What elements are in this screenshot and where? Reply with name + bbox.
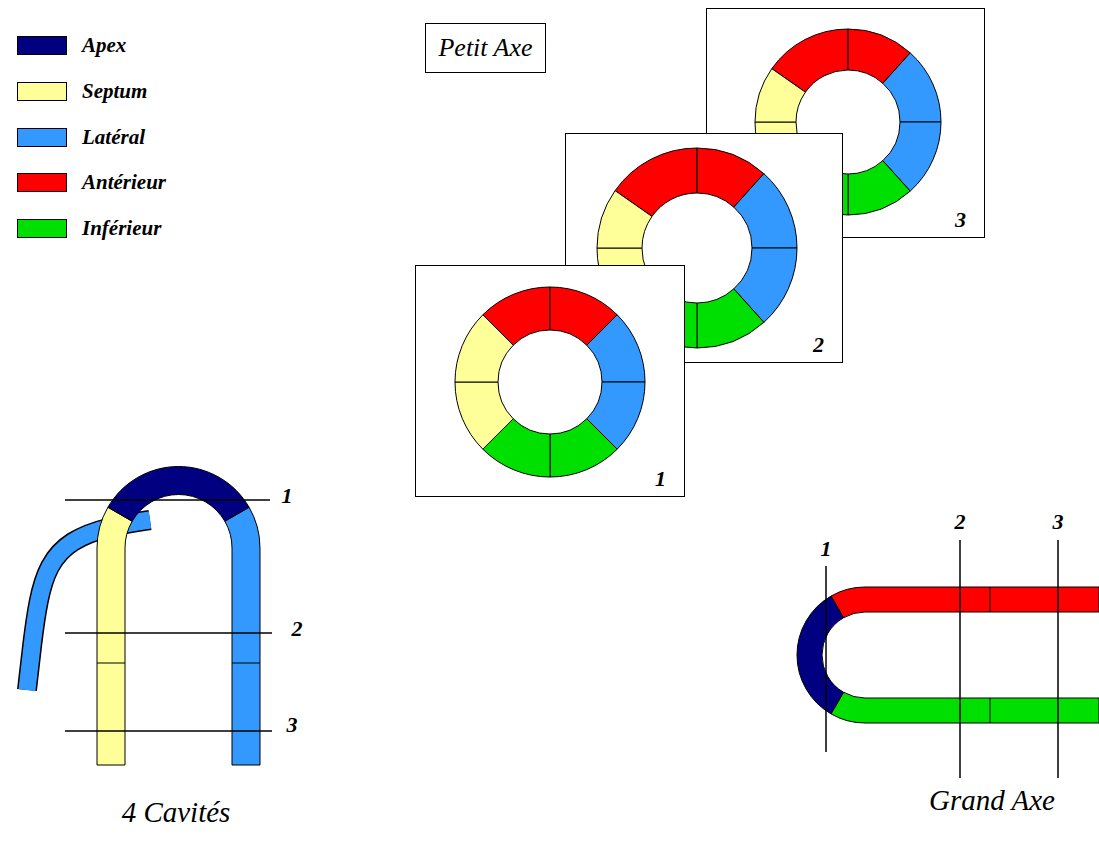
legend-row: Latéral: [17, 123, 145, 151]
callout-number: 3: [1053, 509, 1064, 535]
view-caption: 4 Cavités: [122, 796, 231, 829]
ring-segment: [587, 315, 645, 382]
septum-wall: [97, 507, 132, 765]
callout-number: 2: [955, 509, 966, 535]
ring-segment: [883, 53, 941, 122]
legend-swatch: [17, 82, 67, 101]
long-axis-view: [797, 587, 1099, 723]
segment-tick: [97, 663, 125, 664]
ring-segment: [550, 419, 617, 477]
ring-segment: [848, 161, 910, 215]
legend-row: Septum: [17, 77, 147, 105]
right-ventricle-outline: [27, 520, 150, 690]
label-holder: 1: [821, 536, 832, 562]
anterior-wall: [831, 587, 1099, 618]
ring-segment: [734, 174, 797, 248]
slice-number: 1: [655, 466, 666, 492]
callout-number: 1: [821, 536, 832, 562]
label-holder: 2: [292, 616, 303, 642]
inferior-wall: [831, 692, 1099, 723]
ring-segment: [597, 191, 652, 248]
label-holder: 2: [955, 509, 966, 535]
callout-number: 1: [282, 483, 293, 509]
callout-number: 3: [287, 712, 298, 738]
legend-text: Antérieur: [82, 170, 166, 195]
cut-planes: [65, 500, 1058, 778]
cut-line: [1057, 540, 1059, 778]
legend-row: Apex: [17, 31, 126, 59]
legend-row: Antérieur: [17, 168, 166, 196]
cut-line: [825, 566, 827, 752]
legend-swatch: [17, 219, 67, 238]
legend-swatch: [17, 36, 67, 55]
ring-segment: [455, 382, 513, 449]
label-holder: 4 Cavités: [122, 796, 231, 829]
label-holder: Grand Axe: [929, 784, 1055, 817]
segment-tick: [232, 663, 260, 664]
label-holder: 3: [1053, 509, 1064, 535]
apex-wall: [108, 467, 249, 522]
title-box: Petit Axe: [425, 23, 546, 73]
legend-swatch: [17, 173, 67, 192]
right-ventricle-wall: [27, 520, 150, 690]
box-title: Petit Axe: [438, 33, 532, 63]
slice-number: 2: [813, 332, 824, 358]
cut-line: [65, 499, 270, 501]
lateral-wall: [225, 507, 260, 765]
apex-wall: [797, 596, 844, 714]
view-caption: Grand Axe: [929, 784, 1055, 817]
legend-swatch: [17, 128, 67, 147]
cut-line: [65, 730, 272, 732]
short-axis-panel: 1: [415, 265, 685, 497]
slice-number: 3: [955, 207, 966, 233]
legend-text: Septum: [82, 79, 147, 104]
cut-line: [65, 632, 272, 634]
segment-tick: [990, 587, 991, 612]
legend-row: Inférieur: [17, 214, 161, 242]
legend-text: Apex: [82, 33, 126, 58]
label-holder: 1: [282, 483, 293, 509]
ring-segment: [455, 315, 513, 382]
legend-text: Latéral: [82, 125, 145, 150]
segment-tick: [990, 698, 991, 723]
ring-segment: [697, 289, 764, 348]
cut-line: [959, 540, 961, 778]
four-chamber-view: [27, 467, 260, 765]
legend-text: Inférieur: [82, 216, 161, 241]
ring-diagram: [415, 265, 685, 497]
callout-number: 2: [292, 616, 303, 642]
label-holder: 3: [287, 712, 298, 738]
ring-segment: [755, 69, 805, 122]
